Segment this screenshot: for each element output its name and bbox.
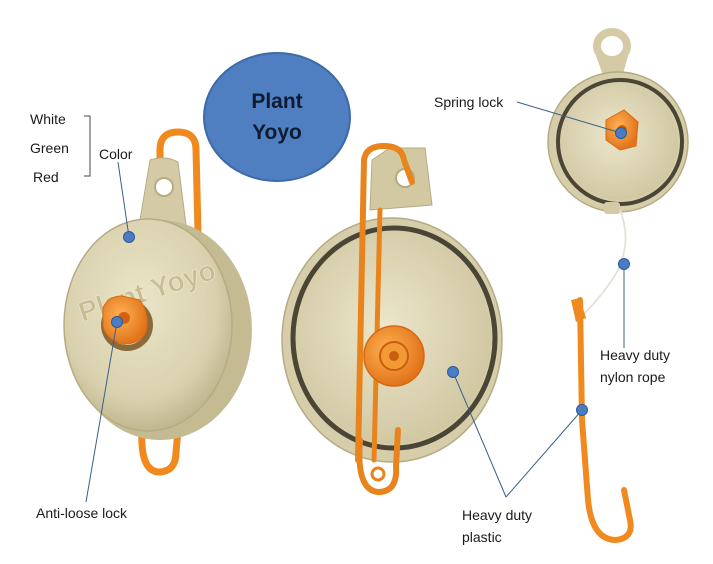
plastic-label-line1: Heavy duty (462, 507, 533, 523)
badge-title-line1: Plant (251, 90, 303, 113)
yoyo-front-view: Plant Yoyo (63, 128, 252, 476)
nylon-rope-label-line1: Heavy duty (600, 347, 671, 363)
bottom-hook-left (138, 426, 182, 476)
color-option-green: Green (30, 140, 69, 156)
badge-title-line2: Yoyo (252, 121, 302, 144)
plastic-label: Heavy duty plastic (462, 504, 572, 548)
plastic-label-line2: plastic (462, 529, 502, 545)
anti-loose-lock-label: Anti-loose lock (36, 505, 128, 521)
color-marker (123, 231, 135, 243)
spring-lock-label: Spring lock (434, 94, 504, 110)
hanging-hook (577, 297, 634, 543)
color-option-red: Red (33, 169, 59, 185)
long-hook-mid (355, 142, 415, 463)
spring-lock-marker (615, 127, 627, 139)
color-option-white: White (30, 111, 66, 127)
yoyo-back-view (281, 142, 503, 496)
nylon-rope (579, 209, 627, 319)
bottom-loop-mid (356, 427, 401, 496)
plastic-marker-body (447, 366, 459, 378)
top-hook-left (156, 128, 202, 249)
color-label: Color (99, 146, 133, 162)
anti-loose-lock-marker (111, 316, 123, 328)
nylon-rope-marker (618, 258, 630, 270)
color-bracket (84, 115, 91, 177)
nylon-rope-label-line2: nylon rope (600, 369, 666, 385)
plant-yoyo-badge: Plant Yoyo (203, 52, 351, 182)
plastic-marker-hook (576, 404, 588, 416)
leader-lines (85, 101, 625, 503)
yoyo-small-view (547, 28, 689, 543)
nylon-rope-label: Heavy duty nylon rope (600, 344, 710, 388)
